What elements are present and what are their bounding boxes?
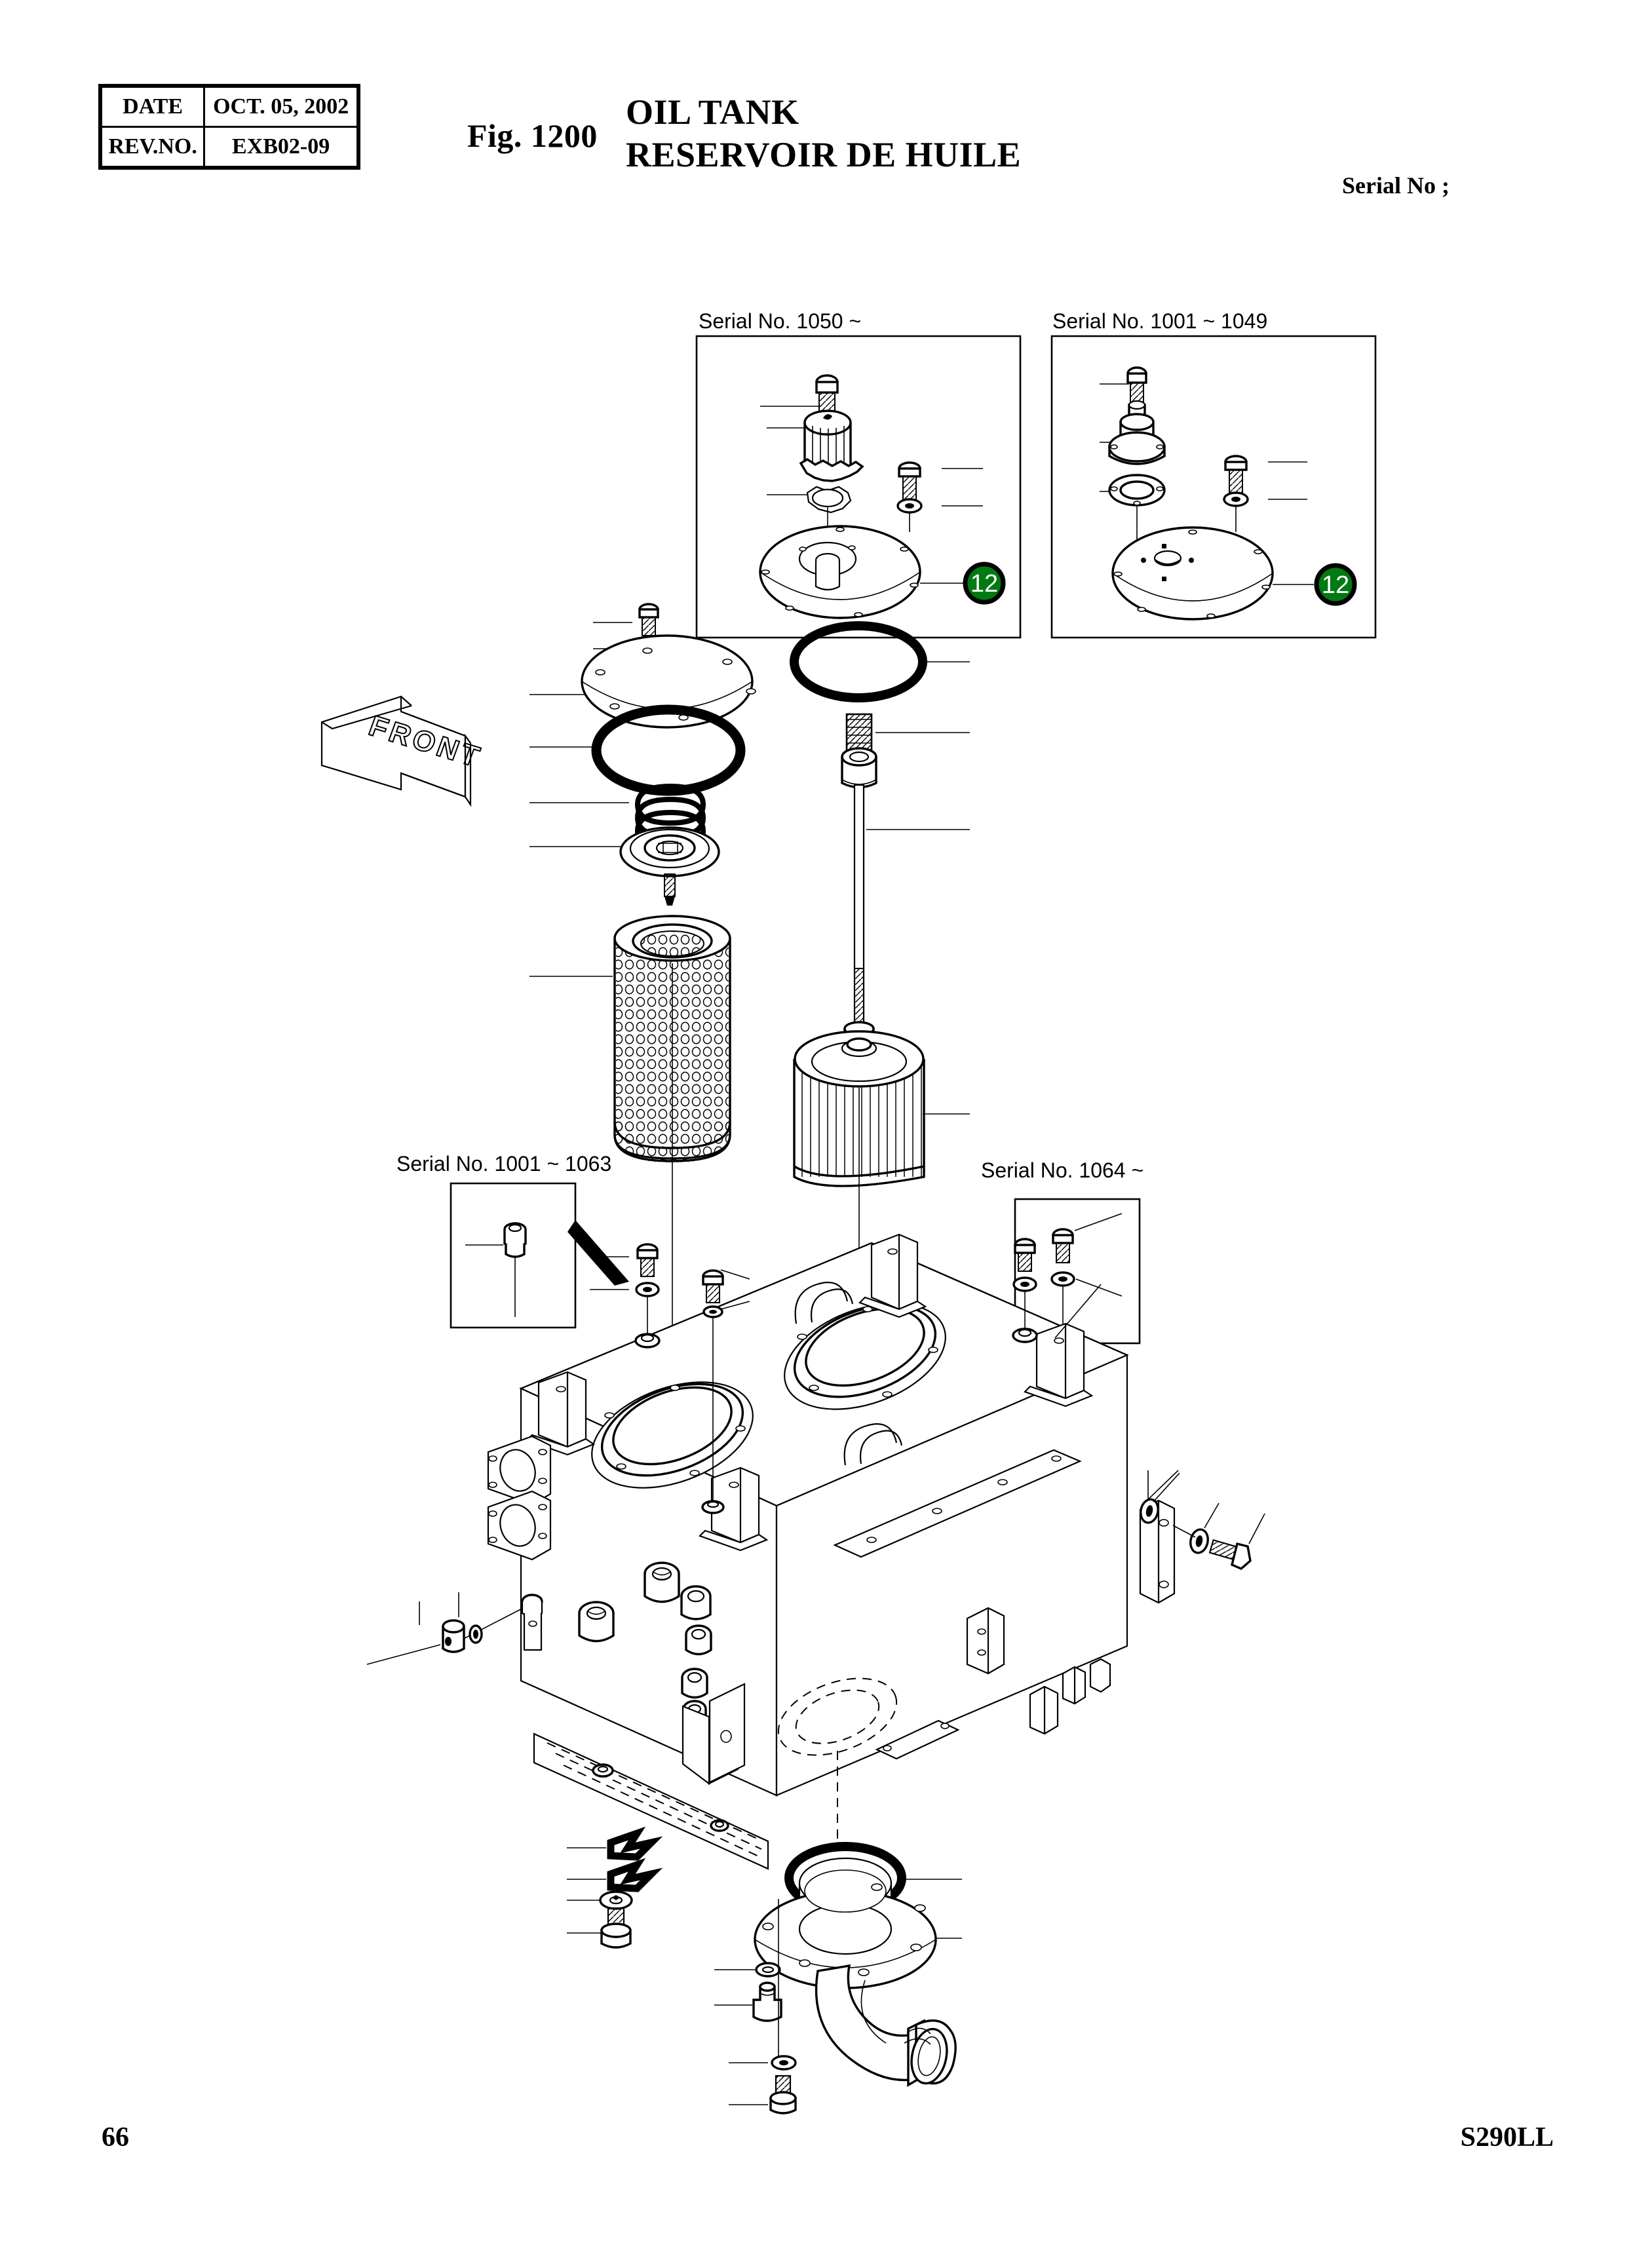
table-row: DATE OCT. 05, 2002 [99,85,360,128]
part-washer-late [1050,1271,1075,1287]
tank-handle-rear [794,1282,849,1324]
tank-lifting-brackets [525,1233,1094,1552]
part-cover-plate-left [529,634,756,729]
front-label-text: FRONT [365,710,487,774]
part-clamp-plate-1 [607,1826,663,1861]
top-bolt-set-1 [590,1243,661,1349]
callout-badge-12-new: 12 [963,562,1006,605]
part-flat-washer [599,1890,633,1910]
serial-caption-plug-early: Serial No. 1001 ~ 1063 [396,1152,612,1176]
part-drain-plug [714,1981,782,2022]
part-elbow-pipe [815,1964,957,2087]
tank-top-strip [833,1449,1082,1558]
detail-box-bolt-late [1014,1198,1141,1345]
page-number: 66 [102,2122,129,2153]
part-cap-screw-old [1126,366,1147,406]
part-clamp-plate-2 [607,1858,663,1892]
page-title-french: RESERVOIR DE HUILE [626,135,1022,174]
flat-bar-bracket [1139,1470,1179,1604]
front-direction-marker: FRONT [320,695,487,807]
part-hex-bolt [600,1907,632,1949]
part-breather-gasket-old [1108,474,1166,507]
part-suction-flange [754,1857,962,1989]
bracket-washer-lower [1172,1502,1220,1554]
tank-lower-strip [875,1719,960,1760]
part-tank-cover-plate [759,525,921,619]
tank-opening-suction [784,1303,946,1410]
part-spring-right [845,713,970,754]
part-o-ring-suction [784,1842,962,1914]
part-drain-o-ring [714,1962,781,1978]
header-date-label: DATE [99,85,206,128]
part-o-ring-right [790,621,970,702]
clamp-hardware-group [567,1826,663,1949]
part-o-ring-left [529,704,746,796]
serial-no-header-label: Serial No ; [1342,172,1450,199]
revision-header-table: DATE OCT. 05, 2002 REV.NO. EXB02-09 [98,84,360,170]
serial-caption-bolt-late: Serial No. 1064 ~ [981,1158,1144,1182]
serial-caption-breather-old: Serial No. 1001 ~ 1049 [1052,309,1268,333]
tank-right-face-blocks [966,1607,1111,1735]
model-code: S290LL [1460,2122,1554,2153]
tank-handle-front [843,1423,898,1466]
tank-opening-return [591,1381,754,1489]
left-side-fitting [366,1592,543,1665]
detail-box-breather-old: 12 [1050,335,1377,639]
suction-flange-assembly [714,1842,962,2114]
part-bolt-late [1052,1228,1074,1263]
part-bolt-old [1224,455,1248,494]
part-washer [896,498,923,514]
top-bolt-set-2 [701,1269,750,1514]
tank-base-rail [533,1732,769,1870]
oil-tank-body [366,1233,1265,1870]
part-valve-disc-left [529,826,720,906]
part-bushing-right [841,747,877,789]
header-date-value: OCT. 05, 2002 [203,85,360,128]
svg-text:12: 12 [970,570,998,598]
detail-box-breather-new: 12 [695,335,1022,639]
part-breather-cap [799,410,864,482]
tank-threaded-bosses [578,1561,712,1729]
part-cap-screw [815,374,839,422]
part-breather-valve-body [1108,400,1166,465]
serial-caption-breather-new: Serial No. 1050 ~ [699,309,862,333]
tank-gusset-plate [682,1683,746,1786]
part-filter-element-pleated [793,1021,970,1363]
part-bolt [898,461,921,501]
figure-number: Fig. 1200 [467,117,598,154]
table-row: REV.NO. EXB02-09 [99,126,360,169]
part-breather-gasket [806,486,852,514]
bracket-bolt [1208,1513,1265,1570]
header-rev-value: EXB02-09 [203,126,360,169]
part-flange-washer [729,2055,797,2071]
part-plug-early [503,1222,527,1258]
tank-internal-outlet-hidden [777,1677,898,1841]
callout-badge-12-old: 12 [1314,563,1357,606]
bracket-washer-upper [1140,1470,1180,1524]
part-filter-element-mesh [529,915,731,1376]
part-washer-old [1223,491,1249,507]
part-spring-left [529,783,706,852]
part-flange-bolt [729,2075,797,2114]
tank-port-flanges [487,1435,552,1561]
page-title-english: OIL TANK [626,92,799,132]
detail-box-plug-early [450,1182,629,1329]
part-tie-rod-right [853,784,970,1032]
svg-text:12: 12 [1322,571,1349,599]
header-rev-label: REV.NO. [99,126,206,169]
top-bolt-set-3 [1012,1238,1038,1343]
part-cover-bolt-left [593,603,663,696]
part-tank-cover-plate-old [1111,526,1274,621]
